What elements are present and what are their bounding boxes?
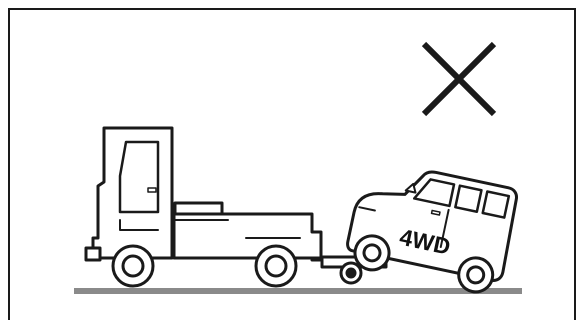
prohibition-x-icon <box>424 44 494 114</box>
truck-window <box>120 142 158 212</box>
car-window-rear <box>483 191 509 217</box>
towed-car: 4WD <box>343 157 520 296</box>
car-window-mid <box>455 186 481 212</box>
